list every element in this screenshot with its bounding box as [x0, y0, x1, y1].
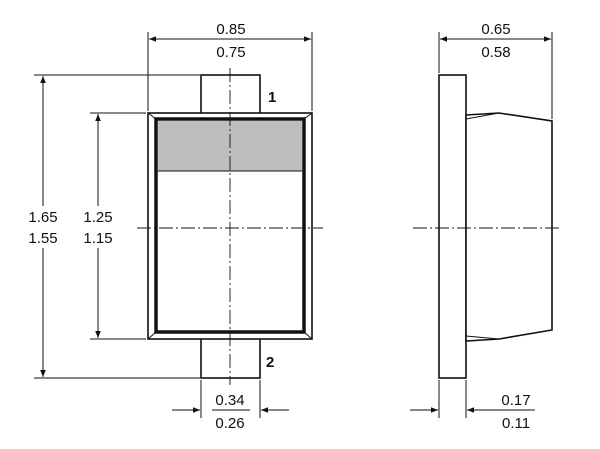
lead-bottom — [200, 336, 261, 379]
lead-width-max: 0.34 — [215, 392, 244, 409]
width-max: 0.85 — [216, 21, 245, 38]
body-length-max: 1.25 — [83, 209, 112, 226]
lead-thickness-dimension: 0.17 0.11 — [410, 380, 535, 432]
lead-width-dimension: 0.34 0.26 — [172, 380, 289, 432]
width-dimension: 0.85 0.75 — [147, 21, 313, 111]
side-lead — [438, 74, 467, 379]
overall-length-dimension: 1.65 1.55 — [22, 74, 200, 379]
pin-2-label: 2 — [266, 354, 274, 371]
overall-length-min: 1.55 — [28, 230, 57, 247]
body-length-min: 1.15 — [83, 230, 112, 247]
height-min: 0.58 — [481, 44, 510, 61]
side-body — [465, 112, 553, 342]
width-min: 0.75 — [216, 44, 245, 61]
front-view: 1 2 0.85 0.75 1.65 1.55 1.25 1.15 — [22, 21, 323, 432]
lead-top — [200, 74, 261, 116]
pin-1-label: 1 — [268, 89, 276, 106]
lead-thickness-min: 0.11 — [502, 415, 530, 432]
lead-thickness-max: 0.17 — [501, 392, 530, 409]
height-dimension: 0.65 0.58 — [438, 21, 553, 119]
side-view: 0.65 0.58 0.17 0.11 — [410, 21, 560, 432]
lead-width-min: 0.26 — [215, 415, 244, 432]
body-length-dimension: 1.25 1.15 — [77, 112, 146, 340]
overall-length-max: 1.65 — [28, 209, 57, 226]
height-max: 0.65 — [481, 21, 510, 38]
